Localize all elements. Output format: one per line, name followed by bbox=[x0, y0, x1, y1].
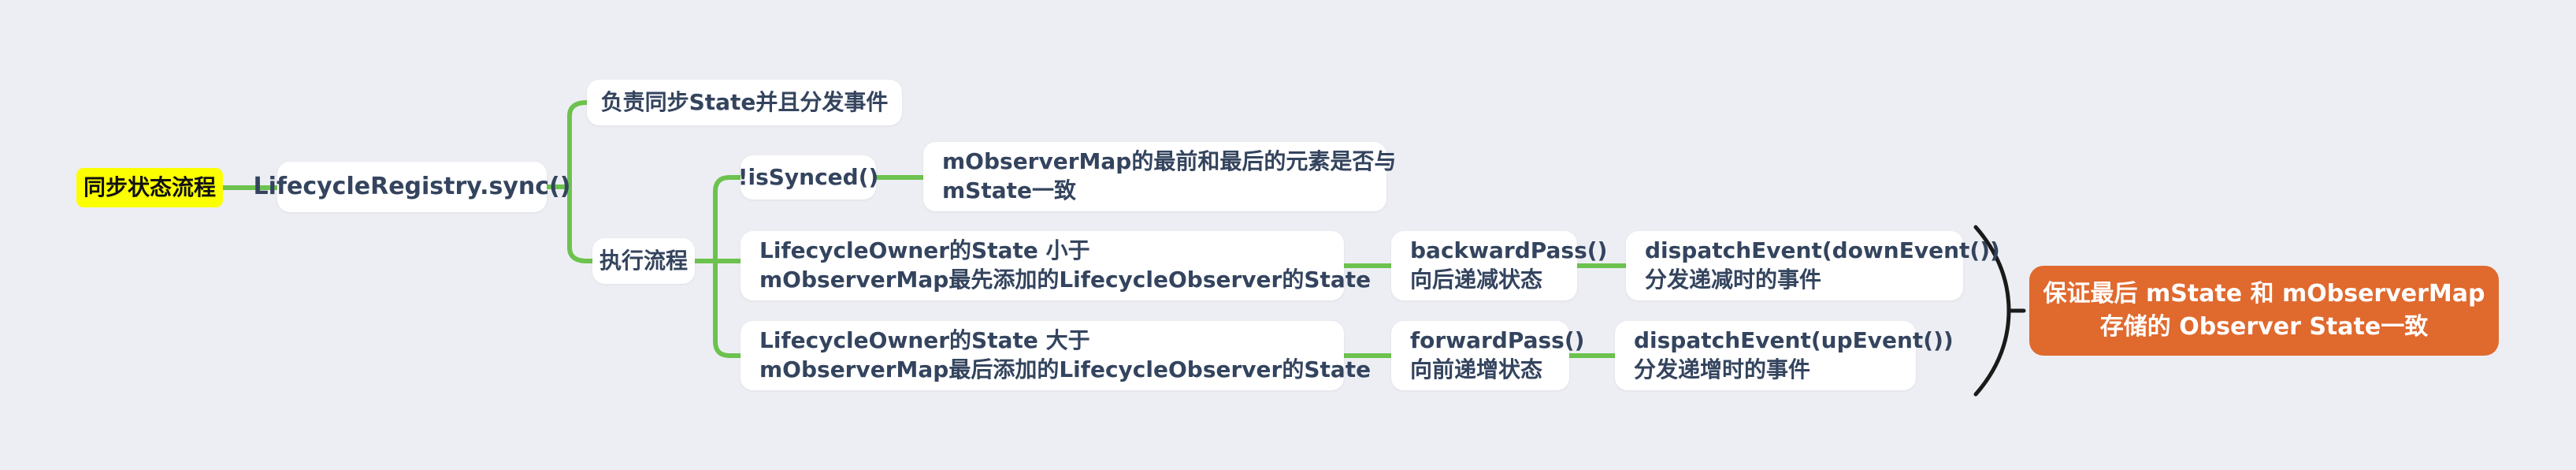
topic-dispatch-up-line1: dispatchEvent(upEvent()) bbox=[1634, 327, 1954, 354]
topic-is-synced-desc[interactable]: mObserverMap的最前和最后的元素是否与 mState一致 bbox=[923, 142, 1396, 211]
topic-responsibility[interactable]: 负责同步State并且分发事件 bbox=[587, 80, 902, 125]
topic-dispatch-up[interactable]: dispatchEvent(upEvent()) 分发递增时的事件 bbox=[1615, 321, 1954, 390]
topic-process-label: 执行流程 bbox=[599, 247, 688, 274]
topic-backward-condition-line2: mObserverMap最先添加的LifecycleObserver的State bbox=[759, 267, 1372, 293]
topic-is-synced-desc-line1: mObserverMap的最前和最后的元素是否与 bbox=[942, 148, 1397, 175]
root-topic-label: 同步状态流程 bbox=[83, 173, 216, 200]
green-branch-lines bbox=[221, 100, 1628, 358]
topic-forward-pass-line2: 向前递增状态 bbox=[1410, 356, 1543, 382]
topic-dispatch-down[interactable]: dispatchEvent(downEvent()) 分发递减时的事件 bbox=[1626, 231, 2000, 300]
topic-responsibility-label: 负责同步State并且分发事件 bbox=[600, 88, 889, 115]
summary-topic-line2: 存储的 Observer State一致 bbox=[2099, 313, 2429, 341]
topic-dispatch-down-line2: 分发递减时的事件 bbox=[1645, 267, 1822, 293]
topic-backward-condition-line1: LifecycleOwner的State 小于 bbox=[759, 237, 1090, 264]
topic-is-synced[interactable]: !isSynced() bbox=[737, 155, 879, 200]
topic-is-synced-label: !isSynced() bbox=[737, 163, 879, 190]
topic-backward-pass[interactable]: backwardPass() 向后递减状态 bbox=[1391, 231, 1607, 300]
root-topic[interactable]: 同步状态流程 bbox=[76, 168, 223, 207]
topic-backward-pass-line1: backwardPass() bbox=[1410, 237, 1608, 264]
topic-dispatch-up-line2: 分发递增时的事件 bbox=[1634, 356, 1811, 382]
topic-dispatch-down-line1: dispatchEvent(downEvent()) bbox=[1645, 237, 2000, 264]
topic-lifecycle-registry-sync-label: LifecycleRegistry.sync() bbox=[253, 173, 571, 201]
topic-forward-condition-line2: mObserverMap最后添加的LifecycleObserver的State bbox=[759, 356, 1372, 382]
topic-forward-condition-line1: LifecycleOwner的State 大于 bbox=[759, 327, 1090, 354]
summary-topic-line1: 保证最后 mState 和 mObserverMap bbox=[2043, 280, 2485, 308]
topic-backward-pass-line2: 向后递减状态 bbox=[1410, 267, 1543, 293]
summary-topic[interactable]: 保证最后 mState 和 mObserverMap 存储的 Observer … bbox=[2029, 266, 2499, 356]
topic-is-synced-desc-line2: mState一致 bbox=[942, 177, 1076, 203]
topic-backward-condition[interactable]: LifecycleOwner的State 小于 mObserverMap最先添加… bbox=[741, 231, 1371, 300]
topic-process[interactable]: 执行流程 bbox=[592, 238, 695, 284]
topic-lifecycle-registry-sync[interactable]: LifecycleRegistry.sync() bbox=[254, 162, 570, 212]
topic-forward-pass[interactable]: forwardPass() 向前递增状态 bbox=[1391, 321, 1584, 390]
topic-forward-condition[interactable]: LifecycleOwner的State 大于 mObserverMap最后添加… bbox=[741, 321, 1371, 390]
topic-forward-pass-line1: forwardPass() bbox=[1410, 327, 1585, 354]
